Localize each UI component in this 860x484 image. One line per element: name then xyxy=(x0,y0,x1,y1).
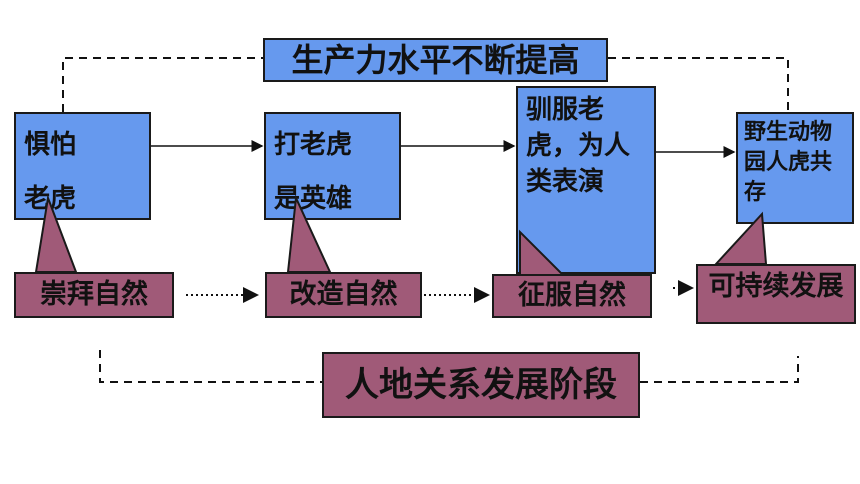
top-banner: 生产力水平不断提高 xyxy=(263,38,608,82)
relation-label-1: 崇拜自然 xyxy=(14,272,174,318)
relation-label-2: 改造自然 xyxy=(265,272,422,318)
bottom-dashed-line xyxy=(99,350,322,383)
stage-box-1: 惧怕 老虎 xyxy=(14,112,151,220)
stage-box-3: 驯服老虎，为人类表演 xyxy=(516,86,656,274)
stage-box-2-line1: 打老虎 xyxy=(274,130,353,160)
top-dashed-line xyxy=(62,57,263,112)
top-dashed-line-right xyxy=(608,57,789,112)
stage-box-2-line2: 是英雄 xyxy=(274,184,353,214)
bottom-banner: 人地关系发展阶段 xyxy=(322,352,640,418)
stage-box-3-text: 驯服老虎，为人类表演 xyxy=(526,95,631,197)
callout-pointer-3 xyxy=(519,229,569,279)
callout-pointer-2 xyxy=(286,194,332,273)
stage-box-1-line1: 惧怕 xyxy=(24,130,77,160)
stage-box-4: 野生动物园人虎共存 xyxy=(736,112,854,224)
stage-box-2: 打老虎 是英雄 xyxy=(264,112,401,220)
callout-pointer-4 xyxy=(713,211,768,265)
stage-box-4-text: 野生动物园人虎共存 xyxy=(744,120,833,205)
relation-label-4: 可持续发展 xyxy=(696,264,856,324)
relation-label-3: 征服自然 xyxy=(492,274,652,318)
callout-pointer-1 xyxy=(34,194,78,273)
bottom-dashed-line-right xyxy=(640,356,799,383)
